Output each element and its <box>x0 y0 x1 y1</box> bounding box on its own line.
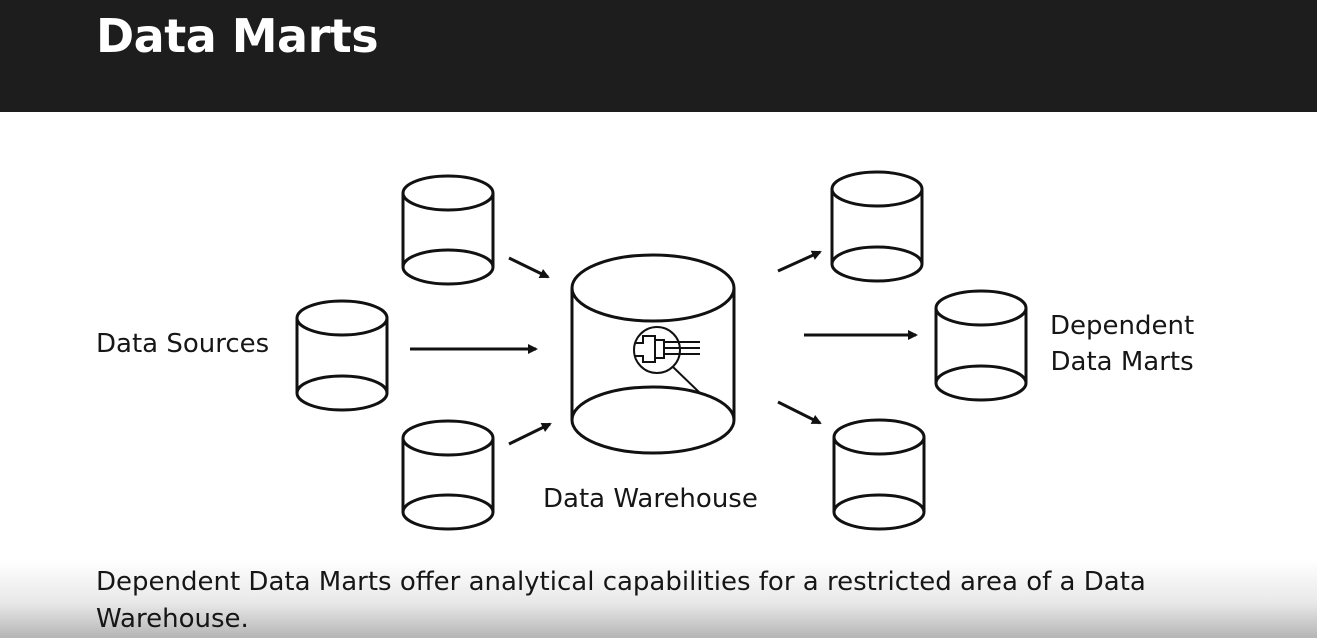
arrow-source-top-to-warehouse <box>508 256 550 279</box>
title-bar: Data Marts <box>0 0 1317 112</box>
source-database-icon-top <box>401 174 495 286</box>
arrow-warehouse-to-mart-bottom <box>777 400 822 425</box>
source-database-icon-bottom <box>401 419 495 531</box>
data-sources-label: Data Sources <box>96 329 270 359</box>
mart-database-icon-bottom <box>832 418 926 531</box>
dependent-data-marts-label-line1: Dependent <box>1050 311 1195 341</box>
dependent-data-marts-label-line2: Data Marts <box>1050 347 1194 377</box>
data-warehouse-label: Data Warehouse <box>543 484 758 514</box>
mart-database-icon-middle <box>934 289 1028 402</box>
slide-caption: Dependent Data Marts offer analytical ca… <box>96 567 1146 634</box>
arrow-source-bottom-to-warehouse <box>508 422 552 446</box>
slide-title: Data Marts <box>96 9 379 63</box>
dependent-data-marts-label: Dependent Data Marts <box>1050 308 1194 380</box>
warehouse-database-icon <box>570 253 736 455</box>
circuit-magnifier-icon <box>633 326 701 394</box>
mart-database-icon-top <box>830 170 924 283</box>
arrow-warehouse-to-mart-top <box>777 250 822 273</box>
source-database-icon-middle <box>295 299 389 412</box>
